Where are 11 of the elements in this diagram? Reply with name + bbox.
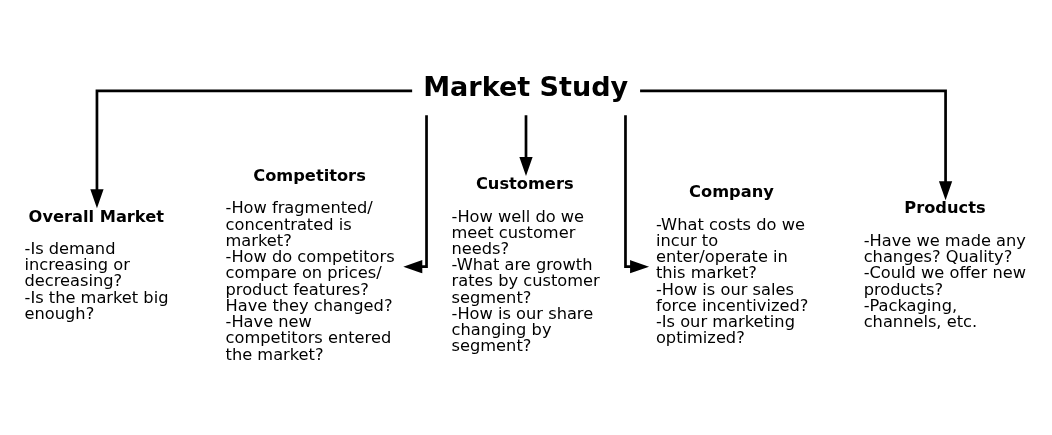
node-text: Products -Have we made any changes? Quality? -Could we offer new products? -Packaging, channels, etc. <box>863 197 1026 331</box>
node-text: Company -What costs do we incur to enter/operate in this market? -How is our sales force incentivized? -Is our marketing optimized? <box>655 181 809 347</box>
node-text: Competitors -How fragmented/ concentrated is market? -How do competitors compare on prices/ product features? Have they changed? -Have new competitors entered the market? <box>225 165 395 364</box>
arrow <box>403 114 428 273</box>
node-text: Overall Market -Is demand increasing or decreasing? -Is the market big enough? <box>24 206 169 323</box>
arrow <box>624 114 650 273</box>
arrow <box>519 114 533 176</box>
node-text: Customers -How well do we meet customer needs? -What are growth rates by customer segment? -How is our share changing by segment? <box>451 173 600 355</box>
arrow <box>640 88 953 200</box>
arrow <box>90 88 413 208</box>
node-text: Market Study <box>423 70 629 102</box>
